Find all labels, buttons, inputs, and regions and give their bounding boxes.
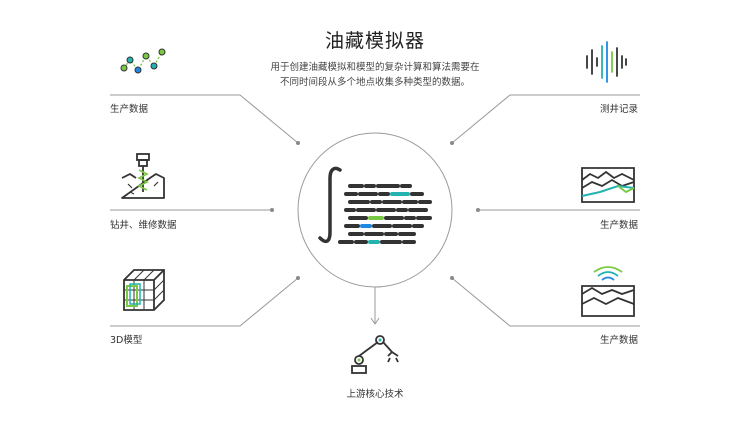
production-data-icon [120, 48, 166, 74]
terrain-layers-icon [581, 167, 635, 203]
connector-dot [296, 276, 300, 280]
connector-dot [296, 141, 300, 145]
output-arrowhead [370, 317, 380, 325]
input-label-production: 生产数据 [110, 104, 149, 115]
diagram-subtitle: 用于创建油藏模拟和模型的复杂计算和算法需要在不同时间段从多个地点收集多种类型的数… [270, 62, 480, 88]
input-label-drilling: 钻井、维修数据 [110, 220, 177, 231]
robot-arm-icon [351, 335, 399, 374]
drilling-rig-icon [121, 153, 165, 199]
connector-dot [450, 276, 454, 280]
input-label-well-log: 测井记录 [600, 104, 639, 115]
3d-model-cube-icon [123, 269, 165, 311]
connector-top-right [451, 94, 640, 144]
connector-bottom-left [110, 277, 299, 327]
connector-bottom-right [451, 277, 640, 327]
input-label-seismic: 生产数据 [600, 335, 639, 346]
connector-dot [270, 208, 274, 212]
input-label-3d-model: 3D模型 [110, 335, 143, 346]
connector-top-left [110, 94, 299, 144]
connector-dot [476, 208, 480, 212]
diagram-title: 油藏模拟器 [324, 30, 425, 52]
well-log-icon [586, 41, 627, 83]
integral-algorithm-icon [318, 166, 432, 244]
seismic-layers-icon [581, 266, 635, 317]
connector-dot [450, 141, 454, 145]
input-label-terrain: 生产数据 [600, 220, 639, 231]
output-label: 上游核心技术 [346, 389, 404, 400]
